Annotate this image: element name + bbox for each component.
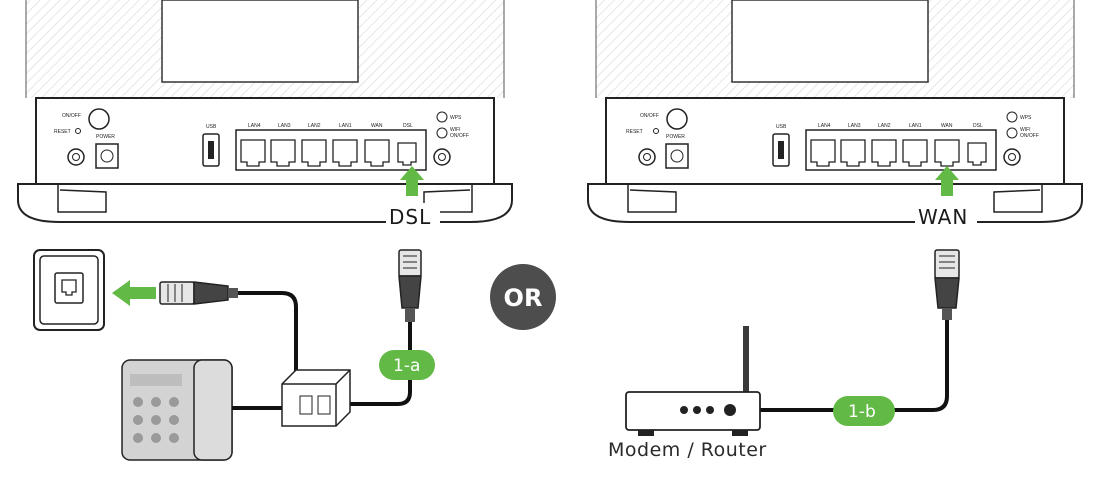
onoff-label: ON/OFF (640, 113, 659, 119)
dsl-label: DSL (403, 123, 413, 129)
step-badge-1b-label: 1-b (848, 402, 876, 422)
telephone-icon (121, 359, 233, 461)
lan1-port-icon (332, 139, 358, 167)
wps-button-icon (1006, 111, 1018, 123)
lan2-label: LAN2 (308, 123, 321, 129)
or-separator (490, 264, 556, 330)
right-router-rear: ON/OFF RESET POWER USB LAN4 LAN3 LAN2 LA… (587, 0, 1083, 223)
reset-hole-icon (75, 128, 81, 134)
power-label: POWER (96, 134, 115, 140)
lan1-label: LAN1 (909, 123, 922, 129)
lan3-port-icon (270, 139, 296, 167)
wps-label: WPS (450, 115, 462, 121)
wall-jack-icon (33, 249, 105, 331)
power-jack-icon (95, 143, 119, 169)
reset-hole-icon (653, 128, 659, 134)
left-router-rear: ON/OFF RESET POWER USB LAN4 LAN3 LAN2 LA… (17, 0, 513, 223)
ethernet-plug-icon (934, 249, 960, 320)
lan3-port-icon (840, 139, 866, 167)
plug-into-wall-arrow-icon (112, 280, 156, 306)
lan2-label: LAN2 (878, 123, 891, 129)
wps-button-icon (436, 111, 448, 123)
lan3-label: LAN3 (848, 123, 861, 129)
power-jack-icon (665, 143, 689, 169)
usb-label: USB (206, 124, 217, 130)
phone-line-plug-icon (159, 281, 238, 305)
step-badge-1b (833, 396, 895, 426)
power-switch-icon (88, 108, 110, 130)
wifi-label-line2: ON/OFF (450, 133, 469, 139)
dsl-callout: DSL (389, 205, 431, 229)
wifi-button-icon (436, 127, 448, 139)
step-badge-1a-label: 1-a (393, 356, 420, 376)
lan4-port-icon (240, 139, 266, 167)
dsl-port-icon (397, 142, 417, 166)
lan2-port-icon (301, 139, 327, 167)
wifi-label-line1: WIFI (450, 127, 461, 133)
rj11-plug-icon (398, 249, 422, 322)
modem-router-icon (625, 326, 761, 436)
plug-in-arrow-icon (935, 166, 959, 196)
lan4-label: LAN4 (248, 123, 261, 129)
reset-label: RESET (54, 129, 71, 135)
wan-callout: WAN (918, 205, 968, 229)
dsl-label: DSL (973, 123, 983, 129)
wan-port-icon (364, 139, 390, 167)
step-badge-1a (379, 350, 435, 380)
wifi-label-line2: ON/OFF (1020, 133, 1039, 139)
wifi-label-line1: WIFI (1020, 127, 1031, 133)
or-label: OR (504, 284, 543, 312)
usb-label: USB (776, 124, 787, 130)
onoff-label: ON/OFF (62, 113, 81, 119)
dsl-port-icon (967, 142, 987, 166)
wps-label: WPS (1020, 115, 1032, 121)
modem-router-caption: Modem / Router (608, 439, 767, 461)
lan1-label: LAN1 (339, 123, 352, 129)
lan4-port-icon (810, 139, 836, 167)
dsl-splitter-icon (281, 369, 351, 427)
wan-label: WAN (371, 123, 383, 129)
reset-label: RESET (626, 129, 643, 135)
power-switch-icon (666, 108, 688, 130)
lan4-label: LAN4 (818, 123, 831, 129)
lan3-label: LAN3 (278, 123, 291, 129)
wifi-button-icon (1006, 127, 1018, 139)
wan-label: WAN (941, 123, 953, 129)
plug-in-arrow-icon (400, 166, 424, 196)
power-label: POWER (666, 134, 685, 140)
lan2-port-icon (871, 139, 897, 167)
wan-port-icon (934, 139, 960, 167)
lan1-port-icon (902, 139, 928, 167)
